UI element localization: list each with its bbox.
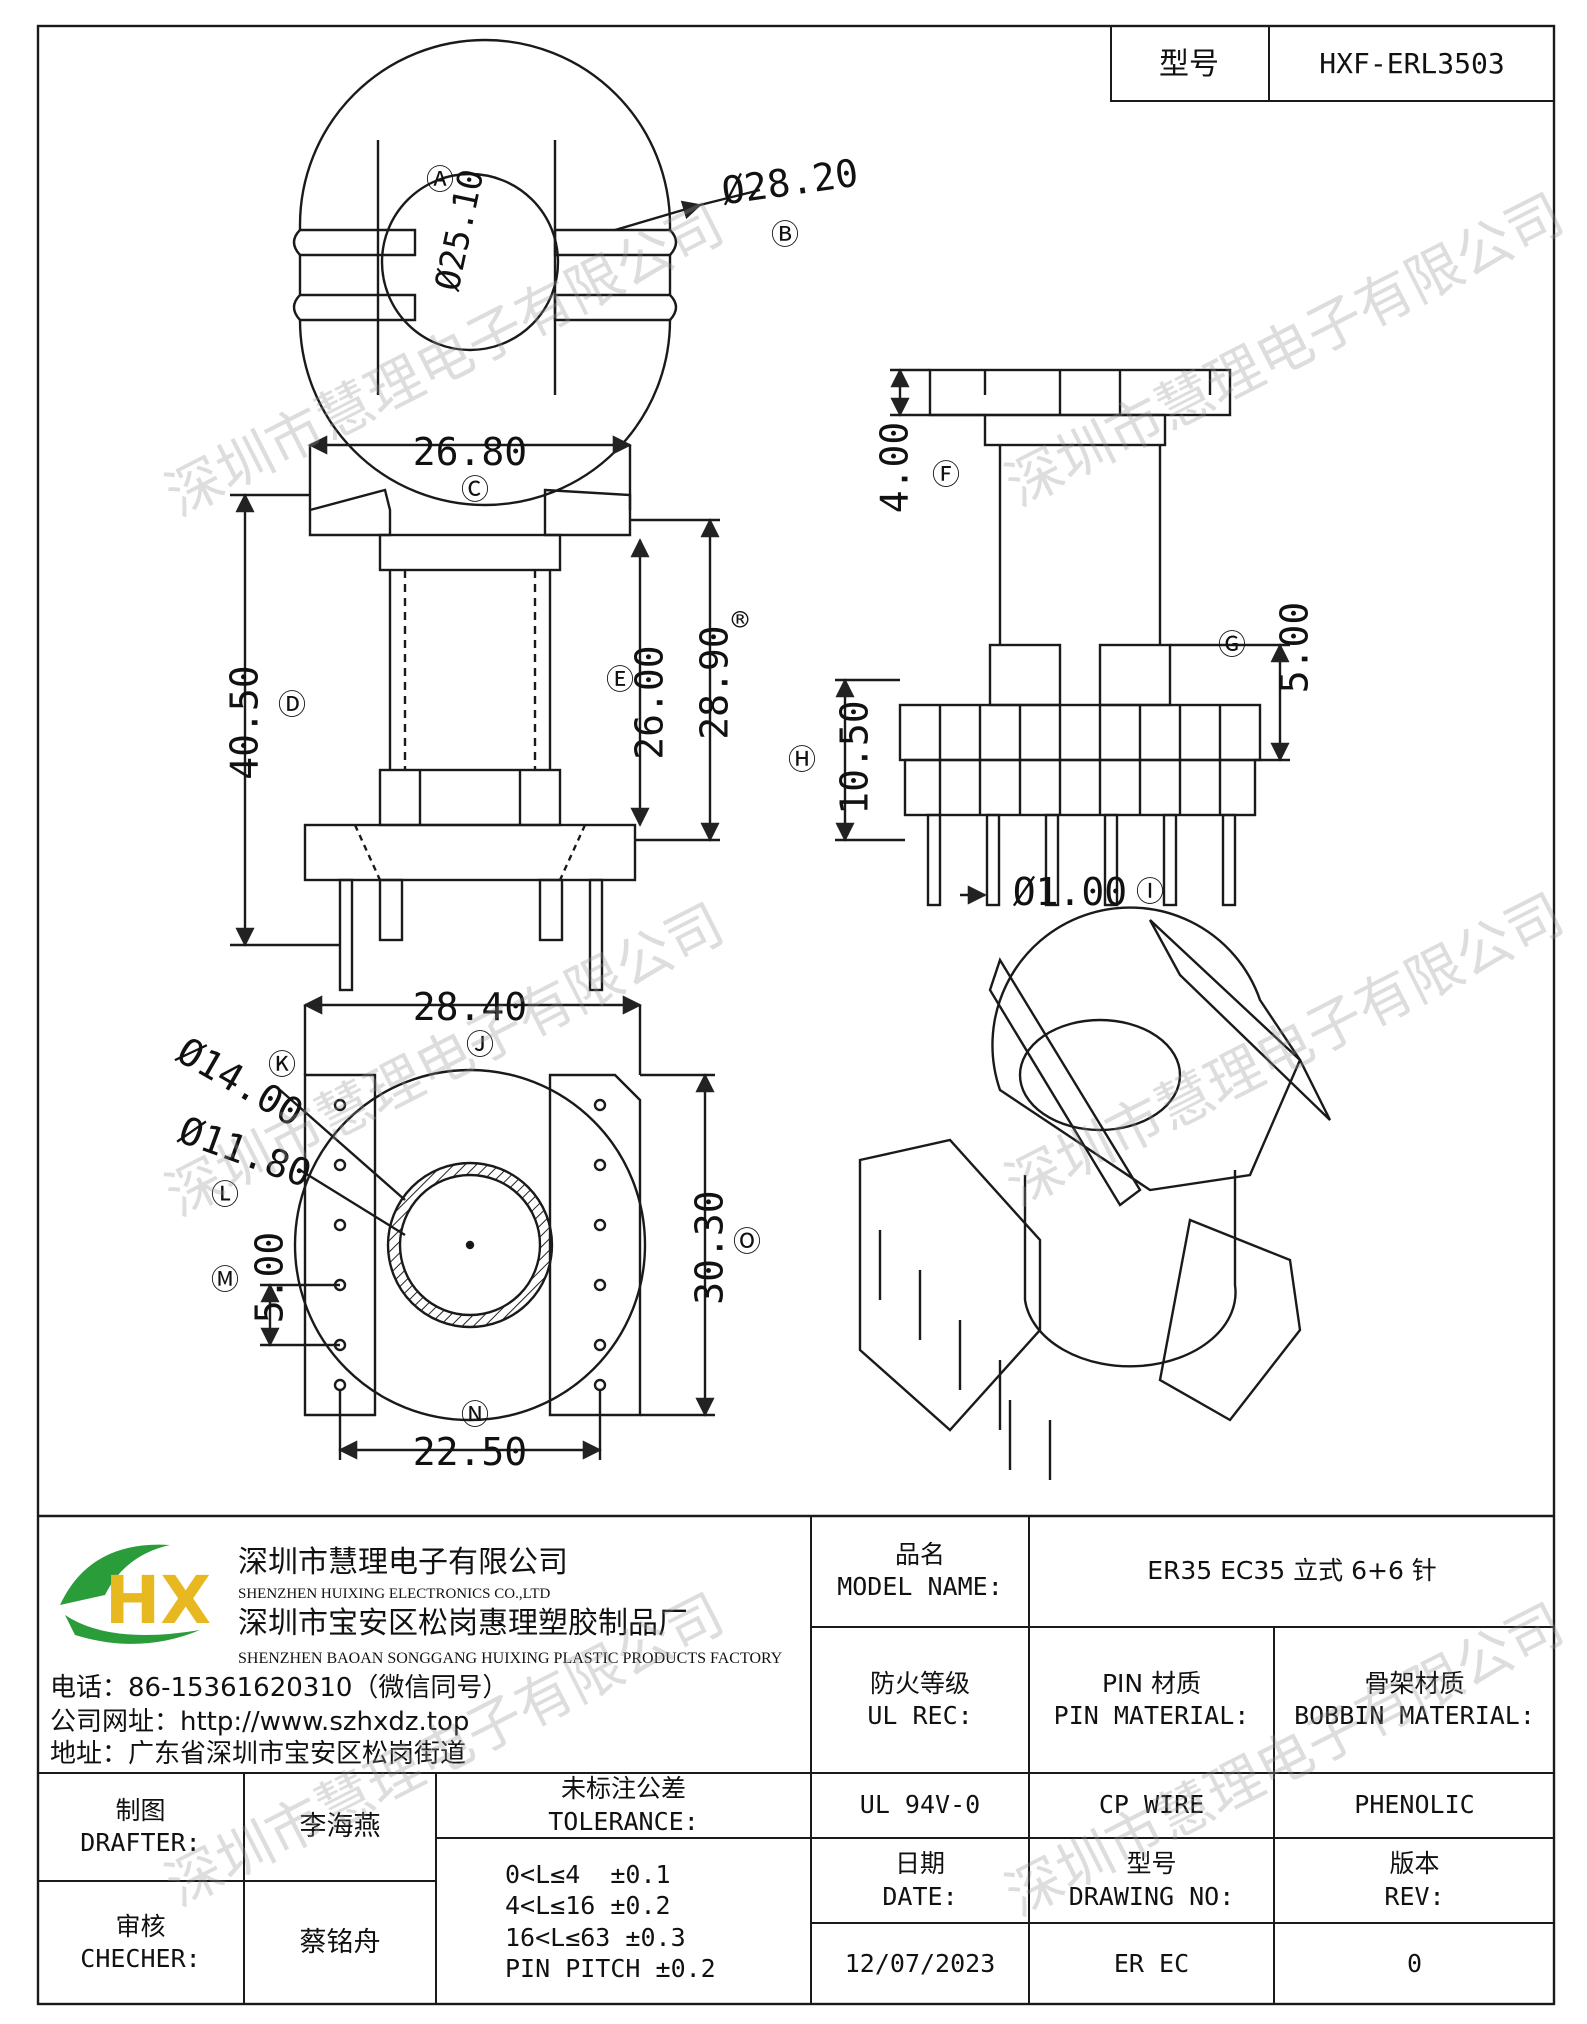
dim-B-label: Ⓑ xyxy=(770,217,799,251)
drawing-no-cn: 型号 xyxy=(1126,1849,1177,1878)
dim-I-label: Ⓘ xyxy=(1135,874,1164,908)
dim-F-label: Ⓕ xyxy=(931,457,960,491)
ul-rec-label: 防火等级 UL REC: xyxy=(812,1628,1028,1772)
drawing-no-en: DRAWING NO: xyxy=(1068,1881,1235,1911)
dim-F-value: 4.00 xyxy=(872,421,917,514)
dim-C-label: Ⓒ xyxy=(460,472,489,506)
drawing-no-value: ER EC xyxy=(1113,1948,1190,1978)
logo-letters: HX xyxy=(105,1562,211,1639)
tolerance-line-3: 16<L≤63 ±0.3 xyxy=(505,1922,686,1952)
dim-D-value: 40.50 xyxy=(222,665,267,780)
side-view xyxy=(835,368,1290,907)
pin-material-value: CP WIRE xyxy=(1098,1790,1205,1820)
ul-rec-en: UL REC: xyxy=(867,1701,973,1730)
dim-G-label: Ⓖ xyxy=(1217,627,1246,661)
dim-E-label: Ⓔ xyxy=(605,662,634,696)
tolerance-cn: 未标注公差 xyxy=(560,1774,686,1803)
dim-G-value: 5.00 xyxy=(1272,601,1317,694)
date-en: DATE: xyxy=(882,1881,958,1911)
company-name-en: SHENZHEN HUIXING ELECTRONICS CO.,LTD xyxy=(238,1586,551,1603)
bobbin-material-cn: 骨架材质 xyxy=(1364,1668,1465,1698)
pin-material-cn: PIN 材质 xyxy=(1101,1668,1202,1698)
tolerance-line-4: PIN PITCH ±0.2 xyxy=(505,1953,716,1983)
rev-en: REV: xyxy=(1384,1881,1445,1911)
drafter-label: 制图 DRAFTER: xyxy=(38,1774,243,1880)
header-model-value: HXF-ERL3503 xyxy=(1319,46,1505,80)
tolerance-line-1: 0<L≤4 ±0.1 xyxy=(505,1860,671,1889)
checker-name: 蔡铭舟 xyxy=(299,1927,381,1959)
drafter-name: 李海燕 xyxy=(299,1811,381,1843)
date-value: 12/07/2023 xyxy=(844,1948,996,1978)
drawing-no-label: 型号 DRAWING NO: xyxy=(1030,1839,1273,1922)
checker-label: 审核 CHECHER: xyxy=(38,1882,243,2004)
header-model-box xyxy=(1110,26,1554,102)
company-name: 深圳市慧理电子有限公司 xyxy=(238,1544,568,1580)
dim-R-label: ® xyxy=(731,602,749,636)
dim-O-label: Ⓞ xyxy=(732,1224,761,1258)
model-name-en: MODEL NAME: xyxy=(837,1572,1003,1601)
rev-value: 0 xyxy=(1406,1948,1423,1978)
drafter-en: DRAFTER: xyxy=(80,1828,201,1857)
bobbin-material-en: BOBBIN MATERIAL: xyxy=(1294,1701,1535,1730)
dim-O-value: 30.30 xyxy=(687,1190,732,1305)
dim-L-label: Ⓛ xyxy=(210,1177,239,1211)
dim-K-label: Ⓚ xyxy=(267,1047,296,1081)
company-phone: 电话：86-15361620310（微信同号） xyxy=(50,1673,509,1704)
bobbin-material-value: PHENOLIC xyxy=(1354,1790,1475,1820)
dim-E-value: 26.00 xyxy=(627,645,672,760)
tolerance-label: 未标注公差 TOLERANCE: xyxy=(437,1774,810,1837)
dim-M-value: 5.00 xyxy=(247,1231,292,1324)
dim-C-value: 26.80 xyxy=(412,429,528,474)
dim-H-value: 10.50 xyxy=(832,700,877,815)
tolerance-en: TOLERANCE: xyxy=(548,1806,699,1836)
outer-frame xyxy=(36,24,1556,2006)
dim-N-label: Ⓝ xyxy=(460,1397,489,1431)
checker-en: CHECHER: xyxy=(80,1944,201,1973)
ul-rec-cn: 防火等级 xyxy=(869,1668,970,1698)
model-name-value: ER35 EC35 立式 6+6 针 xyxy=(1147,1555,1437,1585)
bottom-view xyxy=(260,995,715,1460)
rev-label: 版本 REV: xyxy=(1275,1839,1554,1922)
dim-A-label: Ⓐ xyxy=(425,162,454,196)
front-view xyxy=(230,435,720,992)
ul-rec-value: UL 94V-0 xyxy=(859,1790,981,1820)
model-name-cn: 品名 xyxy=(894,1539,945,1569)
factory-name-en: SHENZHEN BAOAN SONGGANG HUIXING PLASTIC … xyxy=(238,1649,783,1667)
dim-N-value: 22.50 xyxy=(412,1429,528,1474)
bobbin-material-label: 骨架材质 BOBBIN MATERIAL: xyxy=(1275,1628,1554,1772)
dim-H-label: Ⓗ xyxy=(787,742,816,776)
dim-J-label: Ⓙ xyxy=(465,1027,494,1061)
tolerance-list: 0<L≤4 ±0.1 4<L≤16 ±0.2 16<L≤63 ±0.3 PIN … xyxy=(505,1839,810,2004)
date-label: 日期 DATE: xyxy=(812,1839,1028,1922)
company-website[interactable]: 公司网址：http://www.szhxdz.top xyxy=(50,1707,470,1738)
date-cn: 日期 xyxy=(894,1849,945,1878)
header-model-label: 型号 xyxy=(1110,26,1270,102)
tolerance-line-2: 4<L≤16 ±0.2 xyxy=(505,1891,671,1921)
dim-J-value: 28.40 xyxy=(412,984,528,1029)
drafter-cn: 制图 xyxy=(115,1795,166,1825)
pin-material-label: PIN 材质 PIN MATERIAL: xyxy=(1030,1628,1273,1772)
model-name-label: 品名 MODEL NAME: xyxy=(812,1516,1028,1626)
dim-M-label: Ⓜ xyxy=(210,1262,239,1296)
company-logo: HX xyxy=(60,1544,211,1644)
checker-cn: 审核 xyxy=(115,1911,166,1941)
pin-material-en: PIN MATERIAL: xyxy=(1053,1701,1250,1730)
dim-I-value: Ø1.00 xyxy=(1012,869,1128,914)
dim-D-label: Ⓓ xyxy=(277,687,306,721)
isometric-view xyxy=(858,906,1332,1480)
company-address: 地址：广东省深圳市宝安区松岗街道 xyxy=(50,1739,467,1770)
factory-name: 深圳市宝安区松岗惠理塑胶制品厂 xyxy=(238,1605,688,1641)
rev-cn: 版本 xyxy=(1389,1849,1440,1878)
